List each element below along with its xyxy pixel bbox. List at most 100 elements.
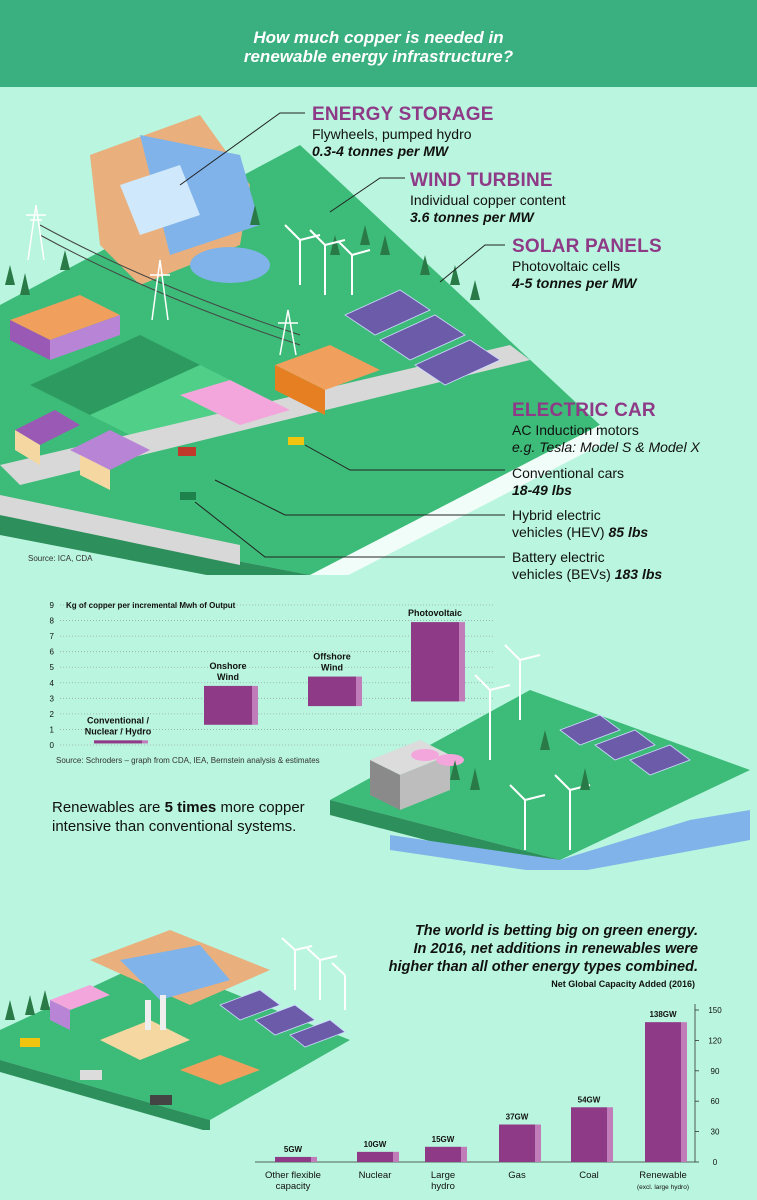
energy-storage-annotation: ENERGY STORAGE Flywheels, pumped hydro 0… xyxy=(312,104,494,160)
electric-car-description: AC Induction motors xyxy=(512,422,639,438)
chart2-category-label: hydro xyxy=(431,1181,455,1192)
chart1-y-tick: 2 xyxy=(50,710,55,719)
copper-intensity-statement: Renewables are 5 times more copper inten… xyxy=(52,798,305,836)
chart2-category-label: Coal xyxy=(579,1170,599,1181)
chart2-category-label: Nuclear xyxy=(359,1170,392,1181)
wind-turbine-annotation: WIND TURBINE Individual copper content 3… xyxy=(410,170,566,226)
power-plant-illustration xyxy=(330,644,750,870)
chart2-bar-side xyxy=(681,1022,687,1162)
battery-label-line-1: Battery electric xyxy=(512,549,605,565)
chart2-bar xyxy=(645,1022,681,1162)
chart1-y-axis-label: Kg of copper per incremental Mwh of Outp… xyxy=(66,601,236,610)
energy-storage-description: Flywheels, pumped hydro xyxy=(312,126,472,142)
solar-panels-value: 4-5 tonnes per MW xyxy=(512,275,637,291)
wind-turbine-description: Individual copper content xyxy=(410,192,566,208)
chart2-y-tick: 120 xyxy=(708,1036,722,1045)
statement-line-2: intensive than conventional systems. xyxy=(52,818,297,835)
chart2-data-label: 5GW xyxy=(284,1145,303,1154)
chart2-data-label: 54GW xyxy=(578,1095,601,1104)
chart2-bar-side xyxy=(461,1146,467,1162)
chart1-category-label: Wind xyxy=(321,663,343,673)
solar-panels-heading: SOLAR PANELS xyxy=(512,236,662,257)
electric-car-annotation: ELECTRIC CAR AC Induction motors e.g. Te… xyxy=(512,400,700,456)
chart1-bar-side xyxy=(142,740,148,744)
chart2-bar xyxy=(499,1124,535,1162)
chart1-bar xyxy=(308,676,356,707)
hybrid-annotation: Hybrid electric vehicles (HEV) 85 lbs xyxy=(512,507,648,541)
battery-annotation: Battery electric vehicles (BEVs) 183 lbs xyxy=(512,549,662,583)
chart1-y-tick: 9 xyxy=(50,601,55,610)
chart2-bar xyxy=(357,1151,393,1162)
chart1-bar xyxy=(94,740,142,744)
chart2-bar-side xyxy=(607,1107,613,1162)
battery-value: 183 lbs xyxy=(614,566,663,582)
chart1-category-label: Nuclear / Hydro xyxy=(85,726,152,736)
statement-after: more copper xyxy=(216,799,305,816)
leader-lines xyxy=(179,112,505,558)
page-title-line-2: renewable energy infrastructure? xyxy=(243,47,514,66)
hybrid-label-line-2: vehicles (HEV) xyxy=(512,524,605,540)
conventional-cars-value: 18-49 lbs xyxy=(512,482,572,498)
chart2-category-label: Other flexible xyxy=(265,1170,321,1181)
hybrid-label-line-1: Hybrid electric xyxy=(512,507,601,523)
chart1-y-tick: 3 xyxy=(50,694,55,703)
chart1-bar-side xyxy=(459,622,465,702)
electric-car-example: e.g. Tesla: Model S & Model X xyxy=(512,439,700,455)
chart2-title: Net Global Capacity Added (2016) xyxy=(551,979,695,989)
energy-storage-value: 0.3-4 tonnes per MW xyxy=(312,143,449,159)
solar-panels-annotation: SOLAR PANELS Photovoltaic cells 4-5 tonn… xyxy=(512,236,662,292)
chart1-category-label: Offshore xyxy=(313,652,351,662)
chart2-category-label: capacity xyxy=(276,1181,311,1192)
chart2-y-tick: 30 xyxy=(711,1128,720,1137)
green-energy-statement: The world is betting big on green energy… xyxy=(345,922,698,976)
chart1-category-label: Wind xyxy=(217,672,239,682)
electric-car-heading: ELECTRIC CAR xyxy=(512,400,656,421)
chart1-bar xyxy=(204,685,252,725)
page-title-line-1: How much copper is needed in xyxy=(253,28,504,47)
page-title: How much copper is needed in renewable e… xyxy=(0,28,757,66)
chart1-y-tick: 8 xyxy=(50,617,55,626)
chart2-bar-side xyxy=(393,1151,399,1162)
energy-mix-illustration xyxy=(0,930,350,1130)
green-energy-line-1: The world is betting big on green energy… xyxy=(414,923,698,939)
chart2-y-tick: 60 xyxy=(711,1097,720,1106)
chart2-y-tick: 0 xyxy=(713,1158,718,1167)
chart2-category-label: Large xyxy=(431,1170,455,1181)
chart2-category-label: Gas xyxy=(508,1170,526,1181)
chart2-category-note: (excl. large hydro) xyxy=(637,1184,689,1191)
wind-turbine-value: 3.6 tonnes per MW xyxy=(410,209,534,225)
net-capacity-chart: Net Global Capacity Added (2016)03060901… xyxy=(255,979,722,1192)
chart1-category-label: Onshore xyxy=(209,661,246,671)
chart1-y-tick: 4 xyxy=(50,679,55,688)
chart2-bar xyxy=(571,1107,607,1162)
green-energy-line-3: higher than all other energy types combi… xyxy=(388,959,698,975)
chart2-bar xyxy=(275,1156,311,1162)
conventional-cars-annotation: Conventional cars 18-49 lbs xyxy=(512,465,624,499)
header-banner: How much copper is needed in renewable e… xyxy=(0,0,757,87)
source-note-1: Source: ICA, CDA xyxy=(28,554,93,563)
chart2-bar-side xyxy=(535,1124,541,1162)
statement-emphasis: 5 times xyxy=(164,799,217,816)
chart1-bar-side xyxy=(356,676,362,707)
hybrid-value: 85 lbs xyxy=(608,524,649,540)
chart2-bar xyxy=(425,1146,461,1162)
battery-label-line-2: vehicles (BEVs) xyxy=(512,566,611,582)
chart2-data-label: 10GW xyxy=(364,1140,387,1149)
infrastructure-illustration xyxy=(0,115,600,575)
chart1-y-tick: 0 xyxy=(50,741,55,750)
statement-before: Renewables are xyxy=(52,799,165,816)
chart2-y-tick: 150 xyxy=(708,1006,722,1015)
chart1-category-label: Conventional / xyxy=(87,715,150,725)
green-energy-line-2: In 2016, net additions in renewables wer… xyxy=(413,941,698,957)
chart1-category-label: Photovoltaic xyxy=(408,608,462,618)
chart1-bar xyxy=(411,622,459,702)
chart1-y-tick: 6 xyxy=(50,648,55,657)
chart2-bar-side xyxy=(311,1156,317,1162)
chart1-y-tick: 5 xyxy=(50,663,55,672)
chart1-bar-side xyxy=(252,685,258,725)
chart2-data-label: 37GW xyxy=(506,1113,529,1122)
chart2-data-label: 15GW xyxy=(432,1135,455,1144)
chart2-category-label: Renewable xyxy=(639,1170,687,1181)
wind-turbine-heading: WIND TURBINE xyxy=(410,170,553,191)
